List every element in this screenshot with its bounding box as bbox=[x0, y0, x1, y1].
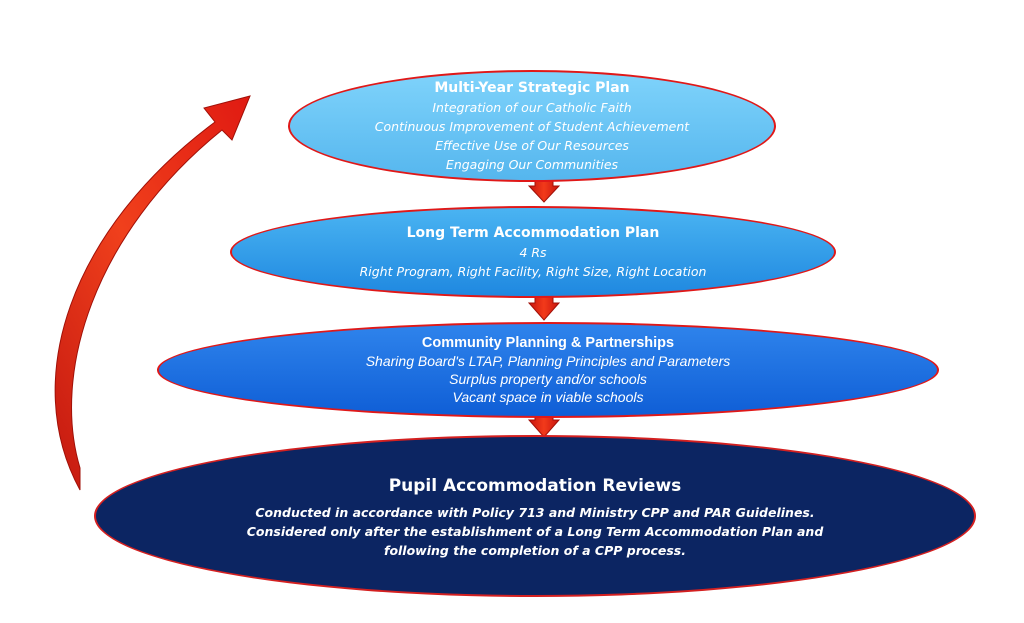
strategic-plan-ellipse: Multi-Year Strategic Plan Integration of… bbox=[288, 70, 776, 182]
pupil-reviews-item: Considered only after the establishment … bbox=[246, 523, 824, 558]
community-planning-ellipse: Community Planning & Partnerships Sharin… bbox=[157, 322, 939, 418]
strategic-plan-item: Engaging Our Communities bbox=[445, 157, 619, 172]
strategic-plan-item: Integration of our Catholic Faith bbox=[432, 100, 632, 115]
community-planning-item: Surplus property and/or schools bbox=[449, 371, 647, 387]
strategic-plan-item: Effective Use of Our Resources bbox=[435, 138, 629, 153]
community-planning-title: Community Planning & Partnerships bbox=[421, 335, 675, 351]
community-planning-item: Sharing Board's LTAP, Planning Principle… bbox=[365, 353, 731, 369]
accommodation-plan-title: Long Term Accommodation Plan bbox=[406, 225, 660, 241]
accommodation-plan-item: 4 Rs bbox=[519, 245, 547, 260]
strategic-plan-title: Multi-Year Strategic Plan bbox=[434, 80, 630, 96]
strategic-plan-item: Continuous Improvement of Student Achiev… bbox=[374, 119, 690, 134]
community-planning-item: Vacant space in viable schools bbox=[452, 389, 644, 405]
accommodation-plan-ellipse: Long Term Accommodation Plan 4 Rs Right … bbox=[230, 206, 836, 298]
pupil-reviews-ellipse: Pupil Accommodation Reviews Conducted in… bbox=[94, 435, 976, 597]
accommodation-plan-item: Right Program, Right Facility, Right Siz… bbox=[359, 264, 707, 279]
pupil-reviews-title: Pupil Accommodation Reviews bbox=[388, 475, 682, 496]
pupil-reviews-item: Conducted in accordance with Policy 713 … bbox=[255, 504, 815, 520]
return-loop-arrow bbox=[54, 95, 251, 491]
